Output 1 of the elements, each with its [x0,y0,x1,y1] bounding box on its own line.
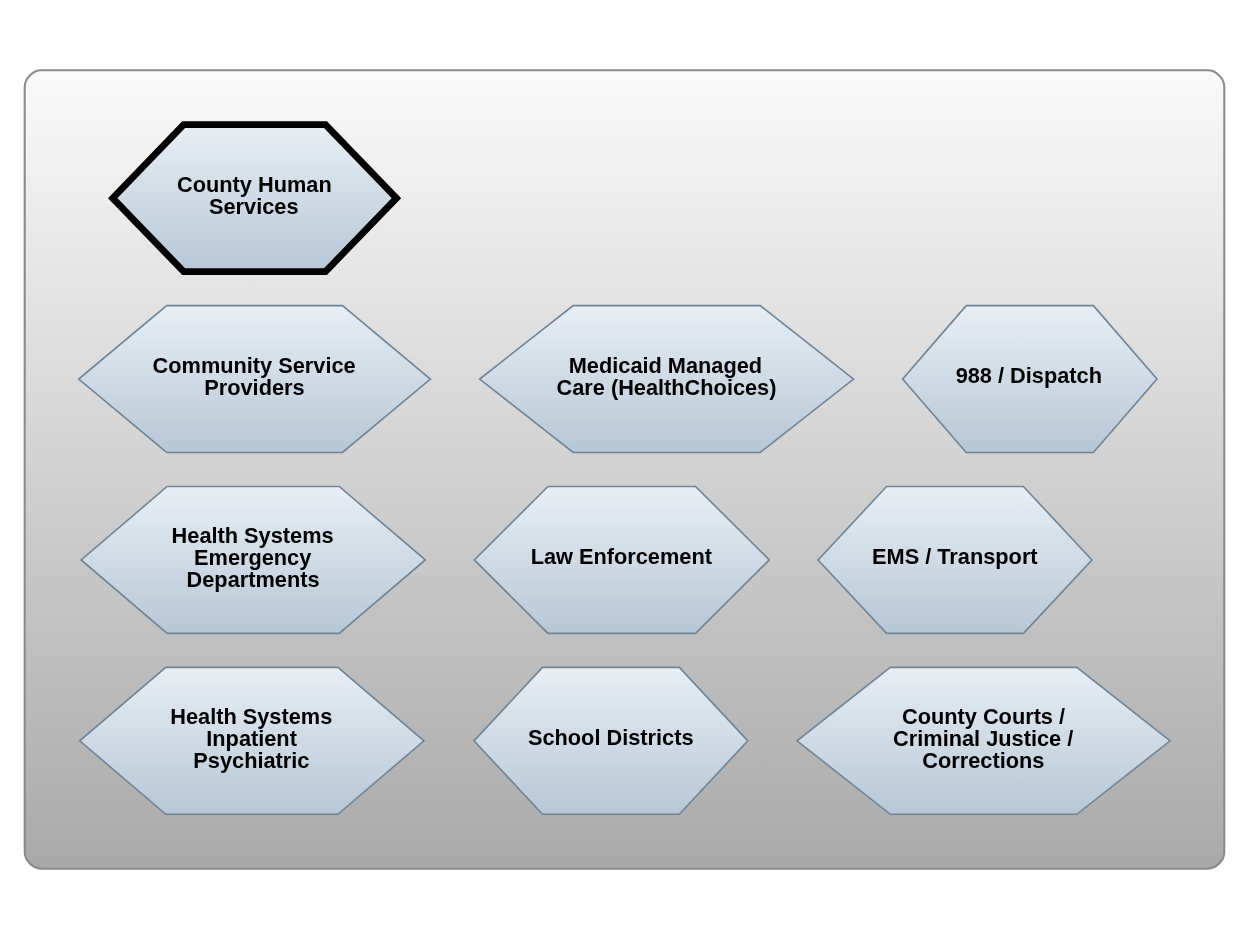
cluster [23,68,1226,870]
